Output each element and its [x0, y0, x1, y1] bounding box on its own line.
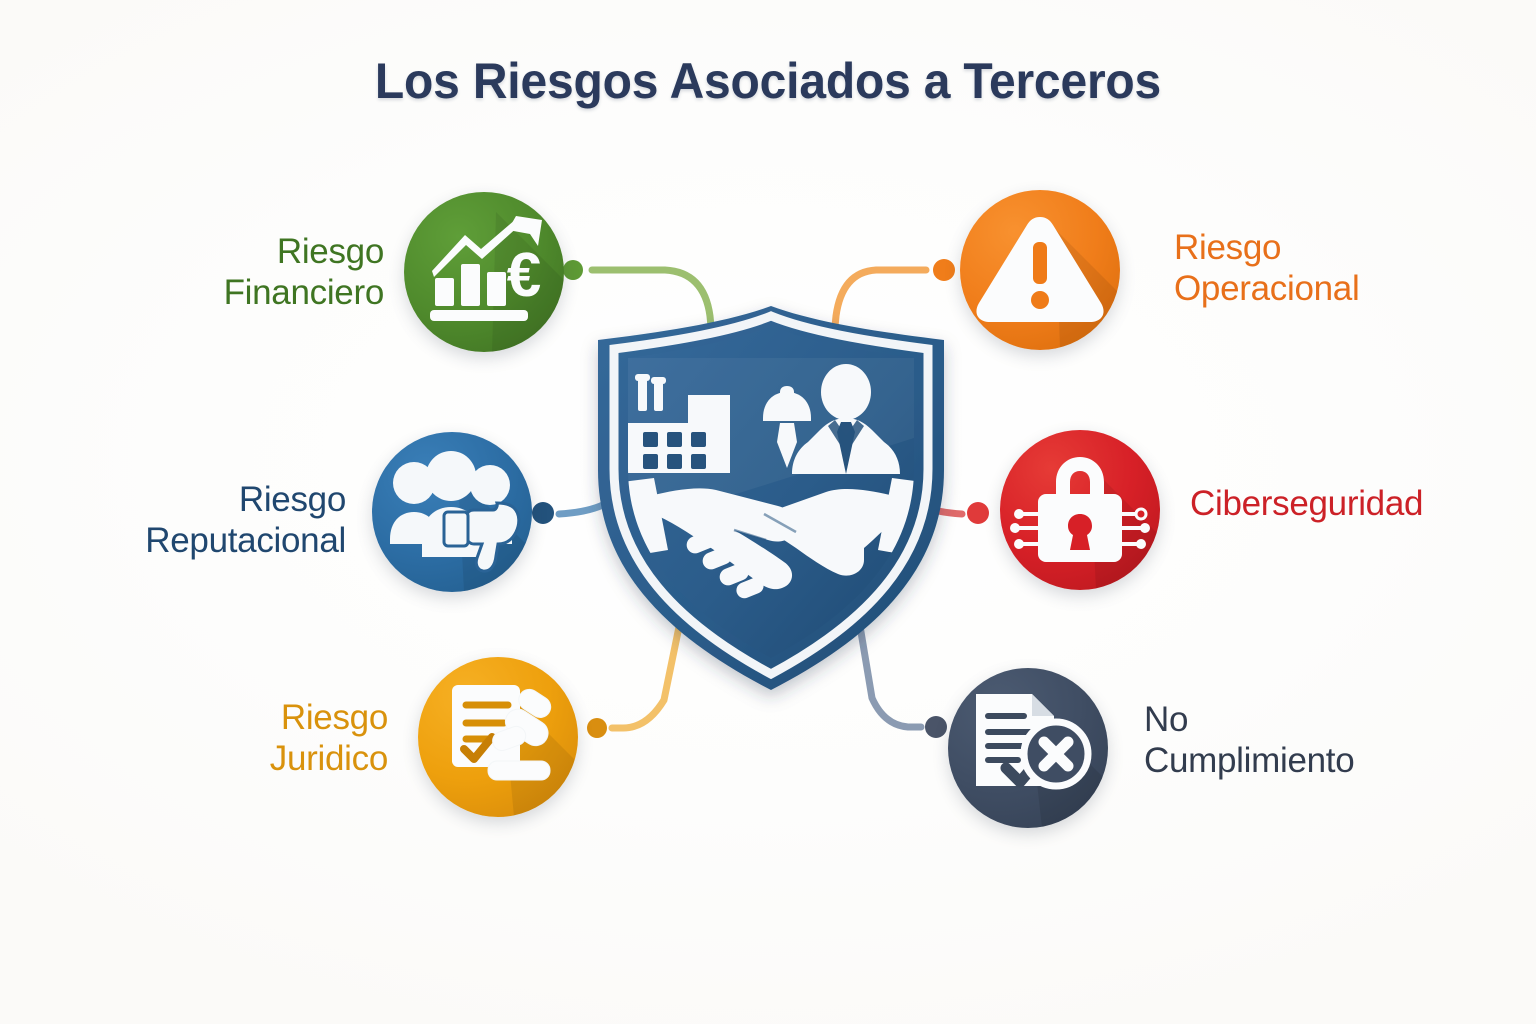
- connector-dot-financiero: [563, 260, 583, 280]
- growth-chart-euro-icon: [430, 216, 542, 321]
- label-riesgo-financiero: Riesgo Financiero: [223, 232, 385, 314]
- label-line-2: Operacional: [1174, 268, 1360, 308]
- label-line-2: Financiero: [223, 272, 385, 312]
- shield-inner-ring: [609, 311, 933, 680]
- label-line-1: Ciberseguridad: [1190, 484, 1424, 523]
- connector-dot-operacional: [933, 259, 955, 281]
- label-line-1: Riesgo: [1174, 228, 1282, 267]
- handshake-shading: [733, 512, 797, 542]
- factory-windows: [643, 432, 706, 469]
- node-riesgo-operacional[interactable]: [960, 190, 1120, 350]
- connector-dot-reputacional: [532, 502, 554, 524]
- label-line-1: Riesgo: [276, 232, 384, 271]
- node-icon-wrap-financiero: €: [404, 192, 564, 352]
- node-icon-wrap-operacional: [960, 190, 1120, 350]
- node-riesgo-reputacional[interactable]: [372, 432, 532, 592]
- businessperson-collar: [828, 420, 864, 454]
- label-line-1: Riesgo: [238, 480, 346, 519]
- node-icon-wrap-juridico: [418, 657, 578, 817]
- circuit-padlock-icon: [1010, 457, 1150, 562]
- node-icon-wrap-reputacional: [372, 432, 532, 592]
- euro-symbol: €: [507, 241, 541, 310]
- label-line-2: Reputacional: [145, 520, 346, 560]
- label-line-1: No: [1144, 700, 1189, 739]
- connector-dot-no-cumplimiento: [925, 716, 947, 738]
- warning-triangle-icon: [976, 217, 1104, 322]
- worker-hardhat-icon: [763, 392, 811, 468]
- connector-dot-juridico: [587, 718, 607, 738]
- gavel-document-icon: [452, 685, 552, 781]
- label-riesgo-operacional: Riesgo Operacional: [1174, 228, 1360, 310]
- label-line-2: Juridico: [269, 738, 389, 778]
- node-riesgo-juridico[interactable]: [418, 657, 578, 817]
- label-line-1: Riesgo: [280, 698, 388, 737]
- label-no-cumplimiento: No Cumplimiento: [1144, 700, 1355, 782]
- worker-hardhat-brim: [780, 386, 794, 394]
- label-riesgo-juridico: Riesgo Juridico: [269, 698, 389, 780]
- node-icon-wrap-ciberseguridad: [1000, 430, 1160, 590]
- node-icon-wrap-no-cumplimiento: [948, 668, 1108, 828]
- node-riesgo-financiero[interactable]: €: [404, 192, 564, 352]
- page-title: Los Riesgos Asociados a Terceros: [374, 53, 1162, 109]
- label-line-2: Cumplimiento: [1144, 740, 1355, 780]
- document-rejected-icon: [976, 694, 1092, 790]
- central-shield[interactable]: [588, 306, 954, 690]
- connector-dot-ciberseguridad: [967, 502, 989, 524]
- label-ciberseguridad: Ciberseguridad: [1190, 484, 1423, 525]
- thumbs-down-glyph: [442, 501, 521, 573]
- label-riesgo-reputacional: Riesgo Reputacional: [145, 480, 346, 562]
- node-ciberseguridad[interactable]: [1000, 430, 1160, 590]
- node-no-cumplimiento[interactable]: [948, 668, 1108, 828]
